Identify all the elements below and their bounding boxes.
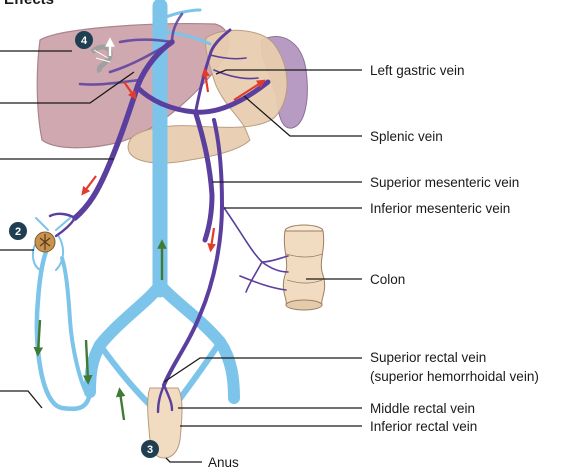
- colon: [282, 224, 326, 311]
- colic-branches: [221, 204, 289, 293]
- cava-upper-branches: [158, 8, 212, 46]
- leader-left-2: [0, 71, 135, 104]
- green-arrow-mid: [82, 339, 93, 385]
- leader-superior-rectal-vein: [163, 357, 362, 383]
- red-arrow-2: [201, 67, 211, 93]
- leader-splenic-vein: [243, 95, 362, 137]
- rectum: [147, 387, 183, 459]
- intrahepatic-portal-branches: [78, 12, 184, 86]
- superior-mesenteric-vein: [193, 111, 215, 243]
- green-arrow-right: [115, 387, 126, 421]
- portal-vein: [72, 39, 175, 221]
- red-arrow-5: [207, 227, 217, 253]
- periumbilical-veins: [32, 217, 71, 271]
- label-middle-rectal-vein: Middle rectal vein: [370, 401, 475, 416]
- left-collateral-vein-outer: [34, 237, 93, 412]
- superior-rectal-vein: [156, 383, 174, 414]
- header-fragment: Effects: [4, 0, 54, 8]
- label-superior-hemorrhoidal-vein: (superior hemorrhoidal vein): [370, 369, 539, 384]
- badge-4: 4: [75, 31, 93, 49]
- badge-2: 2: [9, 222, 27, 240]
- label-superior-rectal-vein: Superior rectal vein: [370, 350, 486, 365]
- svg-text:2: 2: [15, 226, 21, 238]
- umbilical-portal-branch: [48, 212, 77, 238]
- red-arrow-1: [123, 81, 137, 100]
- reverse-flow-arrows: [81, 67, 266, 253]
- label-splenic-vein: Splenic vein: [370, 129, 443, 144]
- left-collateral-vein-inner: [60, 256, 88, 394]
- label-anus: Anus: [208, 455, 239, 470]
- svg-text:3: 3: [147, 444, 153, 456]
- label-left-gastric-vein: Left gastric vein: [370, 63, 465, 78]
- red-arrow-4: [81, 175, 97, 196]
- inferior-mesenteric-vein: [162, 118, 224, 387]
- label-inferior-rectal-vein: Inferior rectal vein: [370, 419, 477, 434]
- internal-iliac-left: [97, 342, 153, 408]
- systemic-flow-arrows: [33, 239, 167, 421]
- label-inferior-mesenteric-vein: Inferior mesenteric vein: [370, 201, 510, 216]
- caput-medusae: [34, 231, 56, 253]
- left-leaders: [0, 50, 135, 409]
- label-colon: Colon: [370, 272, 405, 287]
- gastric-branches: [209, 54, 259, 80]
- portal-veins: [48, 12, 289, 414]
- badge-3: 3: [141, 440, 159, 458]
- leader-left-gastric-vein: [215, 69, 362, 75]
- green-arrow-left: [33, 319, 44, 357]
- label-superior-mesenteric-vein: Superior mesenteric vein: [370, 175, 519, 190]
- red-arrow-3: [233, 79, 266, 101]
- right-labels: Left gastric vein Splenic vein Superior …: [163, 63, 539, 470]
- leader-anus: [165, 457, 202, 463]
- svg-text:4: 4: [81, 35, 88, 47]
- leader-left-5: [0, 390, 43, 409]
